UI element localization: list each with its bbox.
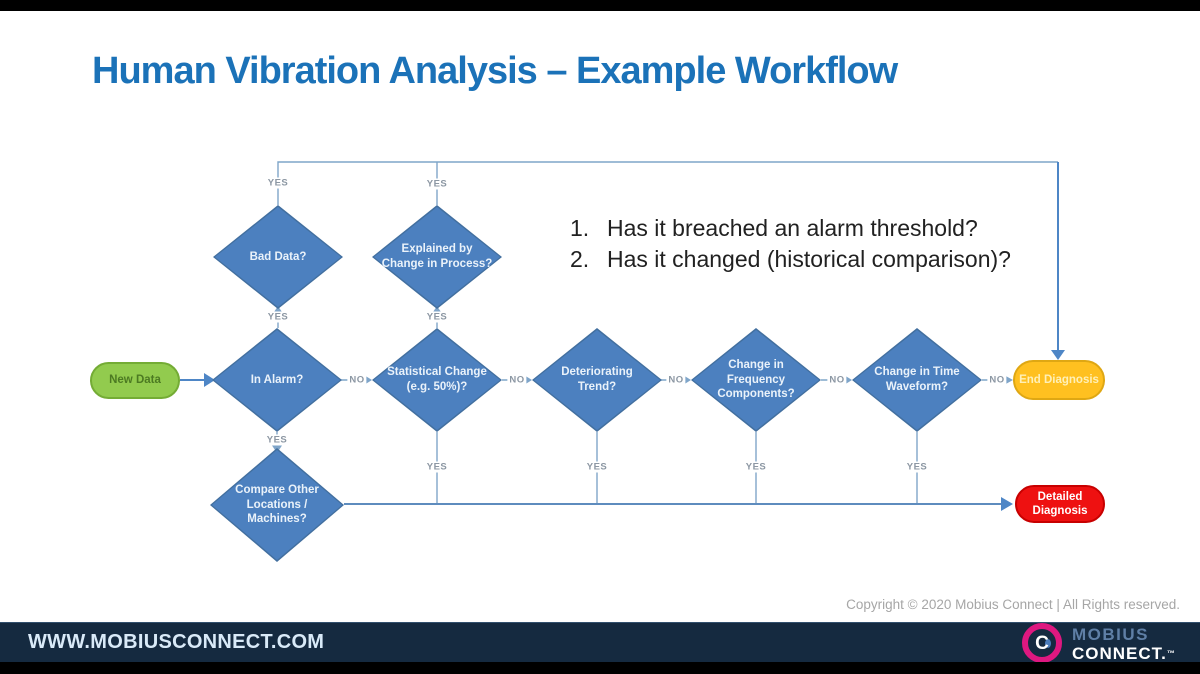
decision-label: Deteriorating Trend?	[561, 366, 633, 393]
annotation-number: 1.	[570, 215, 590, 241]
website-url: WWW.MOBIUSCONNECT.COM	[28, 631, 325, 653]
annotation-item: 2. Has it changed (historical comparison…	[570, 244, 1011, 275]
decision-label: Change in Time Waveform?	[874, 366, 960, 393]
label-yes: YES	[584, 461, 610, 473]
decision-explained-by-change-in-process: Explained by Change in Process?	[372, 205, 502, 309]
label-yes: YES	[265, 177, 291, 189]
label-yes: YES	[424, 178, 450, 190]
decision-label: In Alarm?	[250, 373, 304, 386]
annotation-list: 1. Has it breached an alarm threshold? 2…	[570, 213, 1011, 275]
label-no: NO	[987, 374, 1007, 386]
decision-label: Change in Frequency Components?	[717, 358, 795, 401]
label-yes: YES	[424, 311, 450, 323]
copyright-text: Copyright © 2020 Mobius Connect | All Ri…	[846, 597, 1180, 612]
decision-label: Explained by Change in Process?	[381, 243, 493, 270]
detailed-diagnosis-node: Detailed Diagnosis	[1015, 485, 1105, 523]
decision-statistical-change: Statistical Change (e.g. 50%)?	[372, 328, 502, 432]
logo-dot	[1045, 639, 1051, 648]
annotation-text: Has it changed (historical comparison)?	[607, 246, 1011, 272]
annotation-number: 2.	[570, 246, 590, 272]
end-diagnosis-node: End Diagnosis	[1013, 360, 1105, 400]
decision-change-in-time-waveform: Change in Time Waveform?	[852, 328, 982, 432]
logo-word-connect: CONNECT.™	[1072, 644, 1176, 663]
slide-title: Human Vibration Analysis – Example Workf…	[92, 50, 898, 92]
label-no: NO	[666, 374, 686, 386]
mobius-logo-text: MOBIUS CONNECT.™	[1072, 625, 1176, 663]
start-node-new-data: New Data	[90, 362, 180, 399]
label-yes: YES	[265, 311, 291, 323]
label-yes: YES	[424, 461, 450, 473]
logo-word-connect-text: CONNECT.	[1072, 644, 1167, 663]
annotation-text: Has it breached an alarm threshold?	[607, 215, 978, 241]
bottom-black-bar	[0, 662, 1200, 674]
label-no: NO	[347, 374, 367, 386]
label-no: NO	[507, 374, 527, 386]
decision-change-in-frequency-components: Change in Frequency Components?	[691, 328, 821, 432]
label-yes: YES	[904, 461, 930, 473]
label-yes: YES	[743, 461, 769, 473]
decision-bad-data: Bad Data?	[213, 205, 343, 309]
decision-label: Statistical Change (e.g. 50%)?	[387, 366, 487, 393]
label-no: NO	[827, 374, 847, 386]
label-yes: YES	[264, 434, 290, 446]
mobius-logo-icon: C	[1022, 623, 1062, 663]
decision-label: Compare Other Locations / Machines?	[235, 483, 319, 526]
logo-word-mobius: MOBIUS	[1072, 625, 1149, 644]
trademark-symbol: ™	[1166, 649, 1176, 658]
annotation-item: 1. Has it breached an alarm threshold?	[570, 213, 1011, 244]
decision-deteriorating-trend: Deteriorating Trend?	[532, 328, 662, 432]
decision-compare-other-locations: Compare Other Locations / Machines?	[210, 448, 344, 562]
top-black-bar	[0, 0, 1200, 11]
logo-letter: C	[1035, 632, 1049, 654]
decision-in-alarm: In Alarm?	[212, 328, 342, 432]
footer-bar	[0, 622, 1200, 663]
decision-label: Bad Data?	[249, 250, 307, 263]
